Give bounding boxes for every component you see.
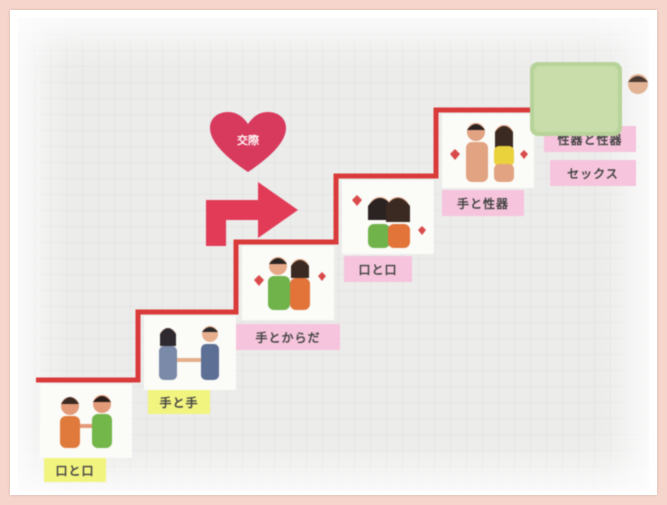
step1-picture-hugging-couple — [40, 384, 132, 458]
staircase-outline — [36, 107, 538, 383]
step5-picture-couple — [442, 114, 534, 188]
step5-label: 手と性器 — [442, 190, 524, 216]
step7-label: セックス — [550, 160, 636, 186]
bed-icon — [530, 62, 648, 136]
step4-picture-kiss — [342, 180, 434, 254]
heart-icon: 交際 — [208, 110, 288, 176]
step1-label: 口と口 — [44, 458, 106, 482]
up-right-arrow-icon — [206, 182, 298, 246]
step4-label: 口と口 — [344, 256, 412, 282]
heart-label: 交際 — [237, 134, 259, 147]
step2-picture-handshake — [144, 316, 236, 390]
illustration-board: 口と口 手と手 手とからだ 口と口 手と性器 性器と性器 セックス 交際 — [18, 18, 649, 491]
step3-picture-embrace — [242, 246, 334, 320]
step2-label: 手と手 — [148, 390, 210, 414]
step3-label: 手とからだ — [236, 324, 340, 350]
